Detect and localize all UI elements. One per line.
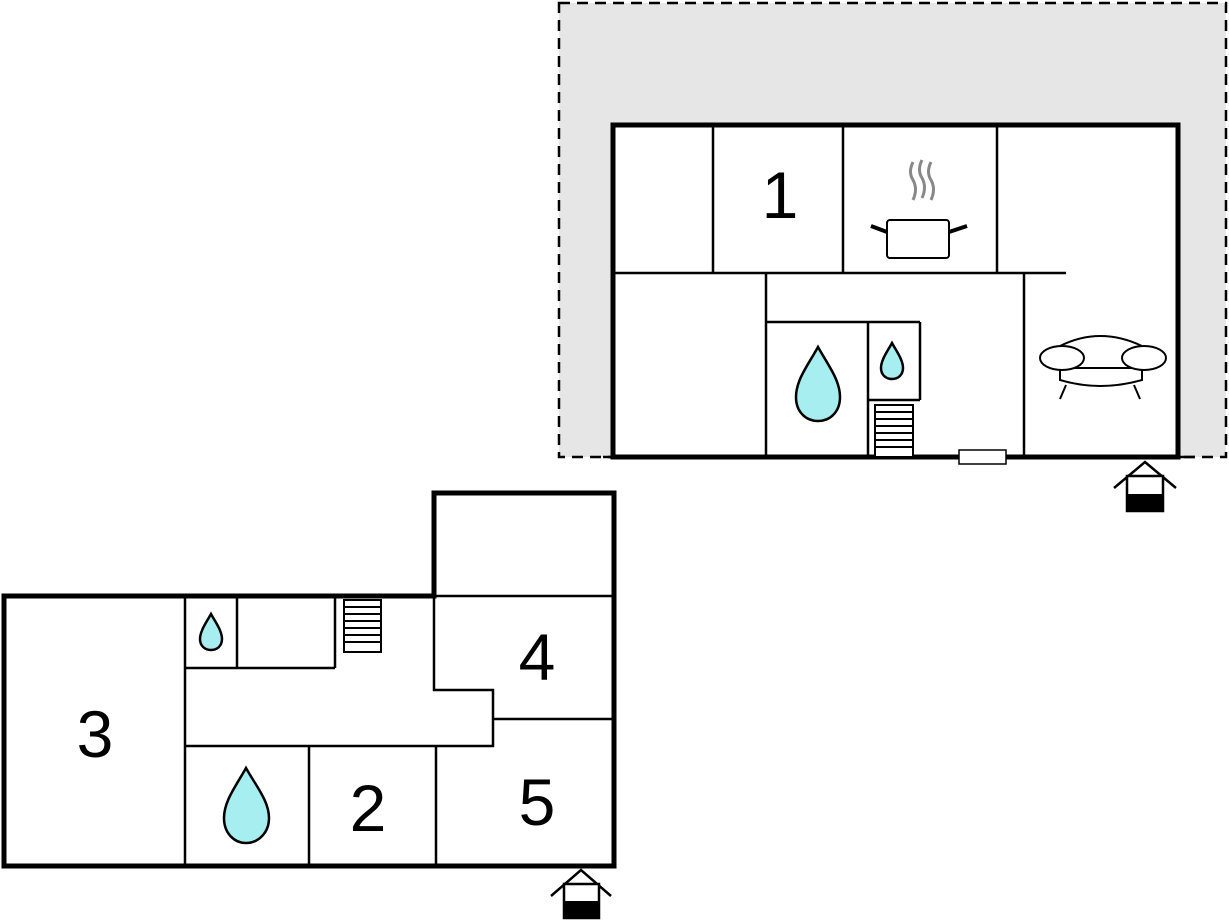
sofa-icon	[1039, 335, 1167, 400]
bath-icon	[222, 765, 271, 845]
room-5-label: 5	[519, 765, 556, 839]
entrance-icon	[550, 868, 612, 920]
wall	[185, 596, 495, 748]
room-1-label: 1	[762, 158, 799, 232]
stairs-icon	[874, 404, 914, 458]
window	[958, 449, 1007, 465]
bath-icon	[794, 344, 842, 423]
ground-floor: 3 2 4 5	[1, 490, 617, 920]
stairs-icon	[343, 599, 382, 653]
room-4-label: 4	[519, 620, 556, 694]
shower-icon	[879, 340, 905, 381]
room-2-label: 2	[350, 771, 387, 845]
upper-floor: 1	[557, 1, 1228, 513]
upper-house-outline	[610, 122, 1181, 460]
entrance-icon	[1113, 460, 1177, 513]
shower-icon	[198, 611, 224, 652]
room-3-label: 3	[77, 697, 114, 771]
kitchen-pot-icon	[870, 159, 968, 259]
